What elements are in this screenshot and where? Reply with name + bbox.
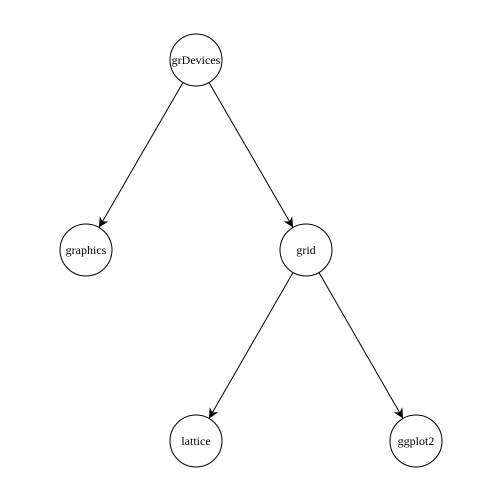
node-label: lattice — [181, 434, 210, 448]
node-lattice: lattice — [169, 414, 223, 468]
node-grDevices: grDevices — [169, 33, 223, 87]
node-circle — [169, 33, 223, 87]
node-ggplot2: ggplot2 — [389, 414, 443, 468]
node-label: graphics — [66, 243, 107, 257]
node-label: grid — [296, 243, 315, 257]
node-circle — [169, 414, 223, 468]
edge-grid-to-ggplot2 — [318, 272, 404, 419]
node-circle — [389, 414, 443, 468]
edge-grDevices-to-graphics — [98, 82, 184, 228]
edges — [98, 82, 404, 419]
node-label: ggplot2 — [398, 434, 435, 448]
edge-grDevices-to-grid — [208, 82, 294, 228]
node-graphics: graphics — [59, 223, 113, 277]
edge-grid-to-lattice — [208, 272, 294, 419]
node-label: grDevices — [172, 53, 221, 67]
node-circle — [59, 223, 113, 277]
node-circle — [279, 223, 333, 277]
node-grid: grid — [279, 223, 333, 277]
nodes: grDevices graphics grid lattice ggplot2 — [59, 33, 443, 468]
